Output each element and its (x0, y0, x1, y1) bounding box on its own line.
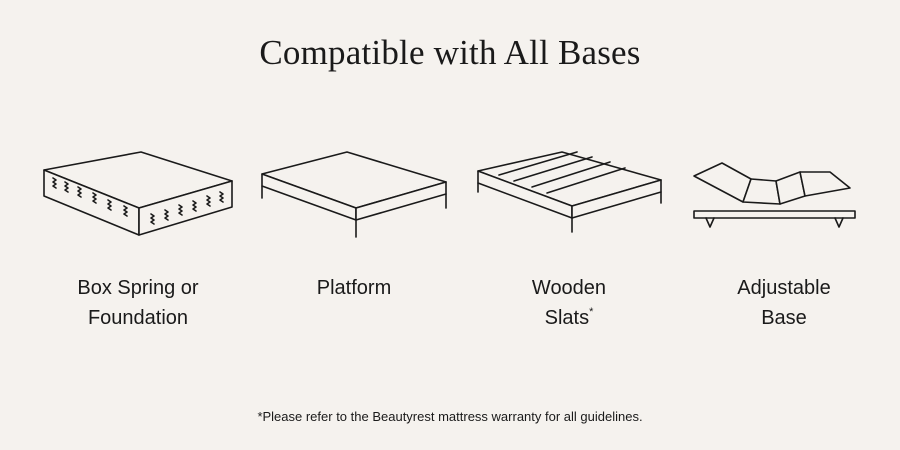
base-label-line2: Base (761, 307, 807, 329)
adjustable-base-icon (693, 162, 856, 228)
box-spring-icon (43, 151, 233, 236)
base-label-line2: Slats (544, 307, 590, 329)
base-wooden-slats: Wooden Slats* (469, 0, 669, 340)
base-label-line1: Box Spring or (77, 277, 199, 299)
base-label-line1: Adjustable (737, 277, 831, 299)
wooden-slats-icon (477, 151, 662, 233)
footnote-mark: * (589, 306, 594, 318)
base-adjustable: Adjustable Base (684, 0, 884, 340)
base-label: Adjustable Base (684, 273, 884, 333)
page-title: Compatible with All Bases (259, 33, 641, 72)
base-label-line1: Platform (316, 277, 392, 299)
footnote: *Please refer to the Beautyrest mattress… (257, 409, 643, 424)
base-platform: Platform (254, 0, 454, 340)
base-box-spring: Box Spring or Foundation (38, 0, 238, 340)
base-label: Platform (254, 273, 454, 303)
base-label: Box Spring or Foundation (38, 273, 238, 333)
base-label: Wooden Slats* (469, 273, 669, 333)
base-label-line1: Wooden (531, 277, 607, 299)
base-label-line2: Foundation (87, 307, 189, 329)
platform-icon (261, 151, 447, 238)
